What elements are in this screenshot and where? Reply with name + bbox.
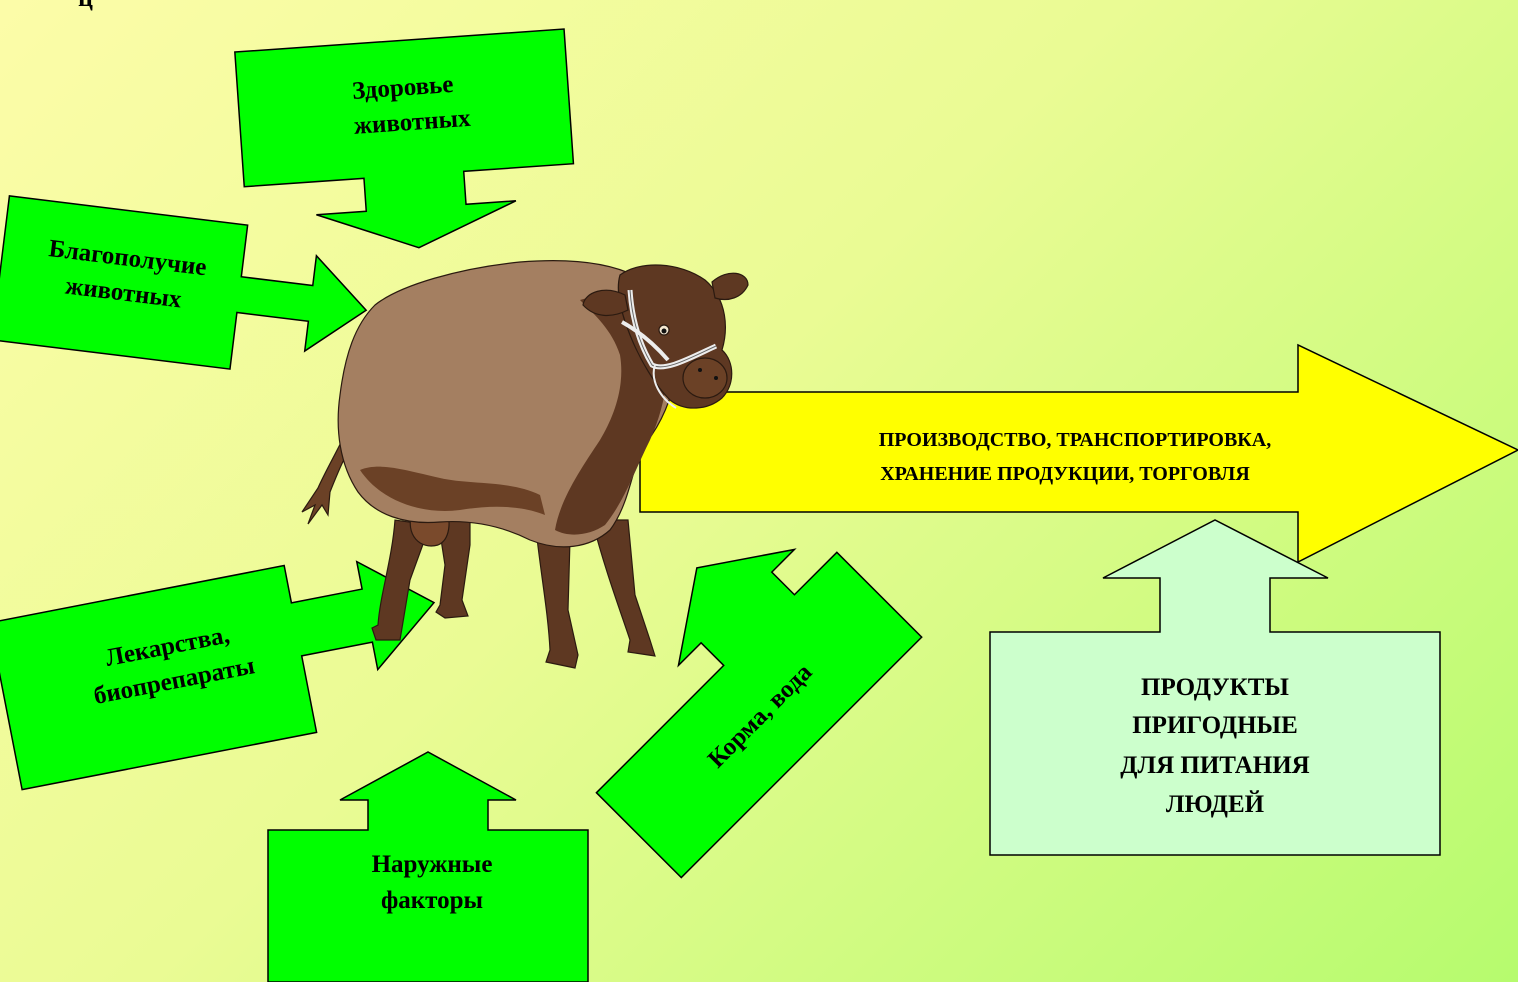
result-line-1: ПРОДУКТЫ xyxy=(1141,674,1289,701)
welfare-arrow: Благополучие животных xyxy=(0,195,368,370)
result-line-4: ЛЮДЕЙ xyxy=(1166,790,1265,818)
cropped-title-fragment: ц xyxy=(78,0,93,12)
external-line-2: факторы xyxy=(381,887,483,914)
output-arrow-line-1: ПРОИЗВОДСТВО, ТРАНСПОРТИРОВКА, xyxy=(879,429,1272,451)
external-arrow: Наружные факторы xyxy=(267,751,589,982)
medicines-arrow: Лекарства, биопрепараты xyxy=(0,560,436,791)
result-line-3: ДЛЯ ПИТАНИЯ xyxy=(1120,752,1309,779)
health-arrow: Здоровье животных xyxy=(234,28,575,249)
result-box-arrow: ПРОДУКТЫ ПРИГОДНЫЕ ДЛЯ ПИТАНИЯ ЛЮДЕЙ xyxy=(989,519,1441,856)
output-arrow-line-2: ХРАНЕНИЕ ПРОДУКЦИИ, ТОРГОВЛЯ xyxy=(880,463,1250,485)
feed-arrow: Корма, вода xyxy=(595,548,923,879)
external-line-1: Наружные xyxy=(372,851,493,878)
cow-illustration xyxy=(301,260,749,669)
output-arrow: ПРОИЗВОДСТВО, ТРАНСПОРТИРОВКА, ХРАНЕНИЕ … xyxy=(639,343,1518,564)
result-line-2: ПРИГОДНЫЕ xyxy=(1132,712,1298,739)
